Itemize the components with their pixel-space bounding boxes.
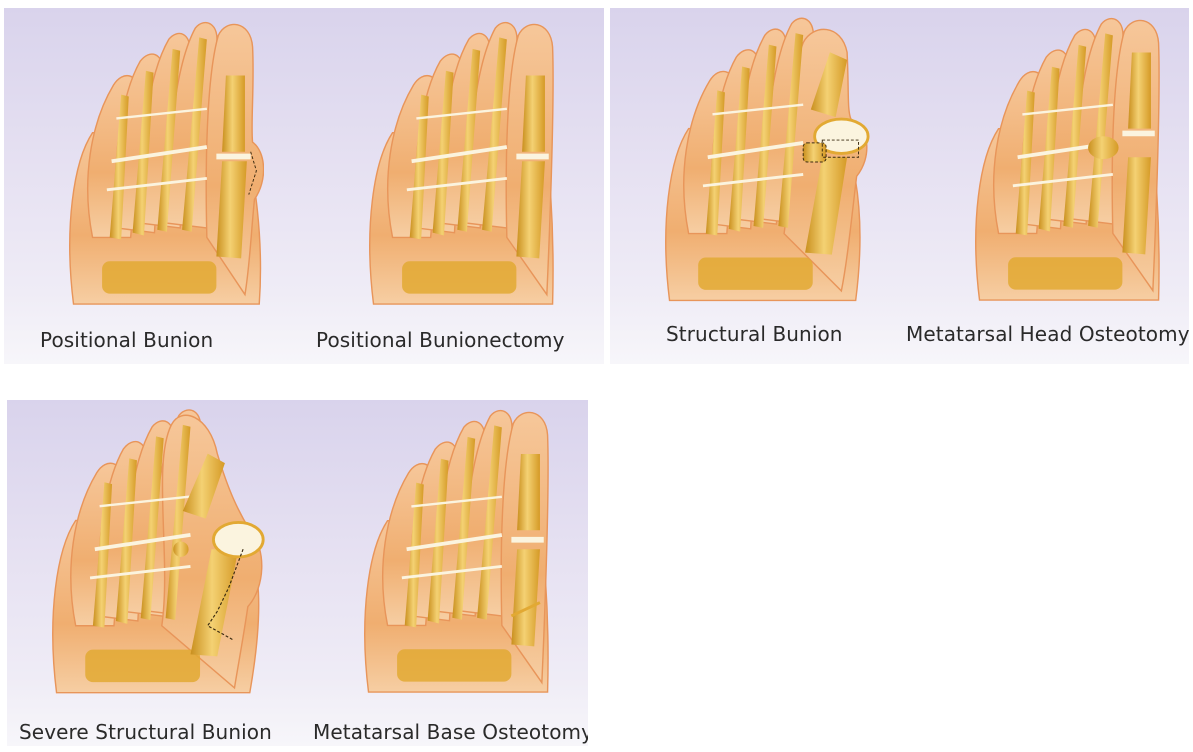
foot-illustration-icon [660, 12, 870, 312]
panel-severe-structural: Severe Structural Bunion Metatarsal Base… [7, 400, 588, 746]
foot-illustration-icon [64, 16, 264, 316]
panel-positional: Positional Bunion Positional Bunionectom… [4, 8, 604, 364]
caption-structural-bunion: Structural Bunion [666, 322, 843, 346]
caption-metatarsal-head-osteotomy: Metatarsal Head Osteotomy [906, 322, 1189, 346]
caption-severe-structural-bunion: Severe Structural Bunion [19, 720, 272, 744]
foot-illustration-icon [364, 16, 564, 316]
foot-illustration-icon [970, 12, 1170, 312]
caption-positional-bunion: Positional Bunion [40, 328, 213, 352]
foot-illustration-icon [359, 404, 559, 704]
caption-metatarsal-base-osteotomy: Metatarsal Base Osteotomy [313, 720, 588, 744]
foot-illustration-icon [47, 404, 267, 704]
caption-positional-bunionectomy: Positional Bunionectomy [316, 328, 565, 352]
panel-structural: Structural Bunion Metatarsal Head Osteot… [610, 8, 1189, 364]
